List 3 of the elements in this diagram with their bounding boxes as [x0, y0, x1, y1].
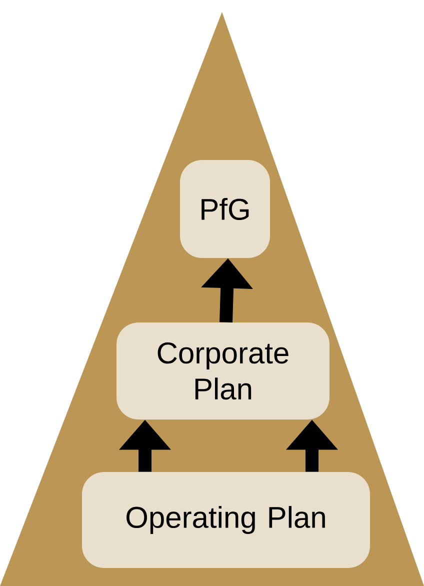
plan-box: Corporate Plan [116, 322, 330, 420]
plan-box: Operating Plan [82, 472, 370, 568]
plan-box: PfG [180, 160, 270, 258]
